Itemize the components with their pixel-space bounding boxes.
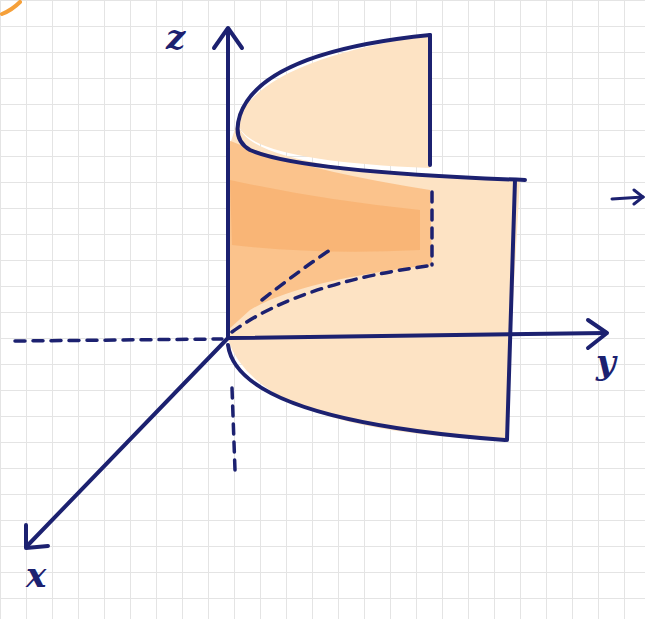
x-arrowhead xyxy=(26,525,48,548)
negative-z-dashed xyxy=(232,388,235,470)
hidden-curve-inner xyxy=(262,250,330,300)
axis-label: z xyxy=(166,20,185,54)
axis-label: y xyxy=(596,345,616,379)
surface-shade-dark xyxy=(230,180,420,252)
back-vertical-edge xyxy=(428,35,432,165)
axis-label: x xyxy=(26,558,46,592)
surface-back xyxy=(238,35,430,168)
right-vertical-edge xyxy=(507,180,515,440)
x-axis xyxy=(28,338,228,545)
top-edge xyxy=(238,35,525,180)
surface-front xyxy=(228,120,520,440)
hidden-vertical xyxy=(430,192,434,265)
left-edge xyxy=(226,150,230,338)
negative-y-dashed xyxy=(15,339,222,341)
bottom-edge xyxy=(228,345,505,440)
side-arrow xyxy=(612,197,643,199)
y-axis xyxy=(228,333,605,338)
side-arrowhead xyxy=(634,190,643,204)
z-arrowhead xyxy=(214,28,242,48)
orange-mark xyxy=(2,2,20,14)
z-axis xyxy=(226,30,230,338)
y-arrowhead xyxy=(588,320,607,348)
